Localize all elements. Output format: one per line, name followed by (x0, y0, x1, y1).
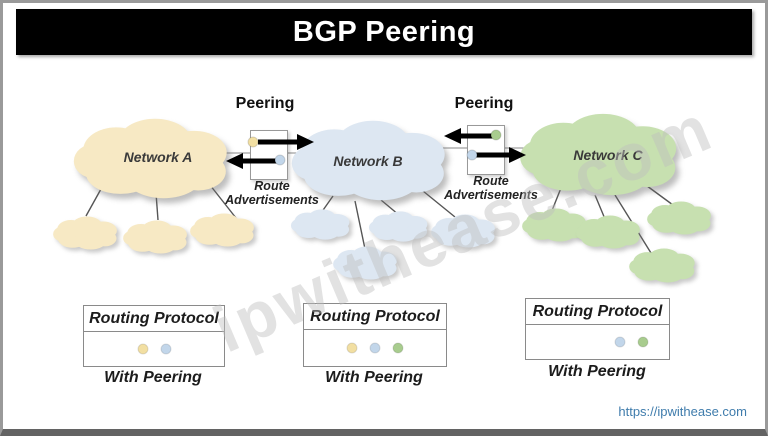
subnet-cloud (627, 245, 701, 286)
route-advertisements-label-bc: Route Advertisements (444, 174, 538, 202)
protocol-dot-icon (137, 343, 148, 355)
protocol-dot-icon (637, 336, 649, 348)
subnet-cloud (121, 217, 193, 257)
protocol-dots (304, 330, 446, 366)
protocol-dot-icon (369, 342, 381, 354)
protocol-dots (526, 325, 669, 359)
footer-site-link[interactable]: https://ipwithease.com (618, 404, 747, 419)
subnet-cloud (289, 206, 355, 243)
with-peering-caption-b: With Peering (325, 369, 423, 386)
peering-label-ab: Peering (235, 95, 295, 112)
routing-protocol-title: Routing Protocol (84, 306, 224, 332)
with-peering-caption-c: With Peering (548, 363, 646, 380)
protocol-dot-icon (160, 343, 171, 355)
routing-protocol-box-a: Routing Protocol (83, 305, 225, 367)
page-title: BGP Peering (292, 15, 476, 48)
routing-protocol-title: Routing Protocol (526, 299, 669, 325)
protocol-dot-icon (392, 342, 404, 354)
protocol-dots (84, 332, 224, 366)
network-b-label: Network B (333, 153, 403, 169)
network-a-label: Network A (123, 149, 193, 165)
peering-box-ab (250, 130, 288, 180)
with-peering-caption-a: With Peering (104, 369, 202, 386)
subnet-cloud (188, 210, 260, 250)
peering-label-bc: Peering (454, 95, 514, 112)
route-advertisements-label-ab: Route Advertisements (225, 179, 319, 207)
title-banner: BGP Peering (16, 9, 752, 55)
protocol-dot-icon (346, 342, 358, 354)
network-c-label: Network C (573, 147, 643, 163)
subnet-cloud (331, 243, 403, 283)
routing-protocol-box-b: Routing Protocol (303, 303, 447, 367)
routing-protocol-box-c: Routing Protocol (525, 298, 670, 360)
subnet-cloud (367, 208, 433, 245)
subnet-cloud (429, 211, 501, 251)
peering-box-bc (467, 125, 505, 175)
subnet-cloud (51, 213, 123, 253)
protocol-dot-icon (614, 336, 626, 348)
routing-protocol-title: Routing Protocol (304, 304, 446, 330)
subnet-cloud (645, 198, 717, 238)
